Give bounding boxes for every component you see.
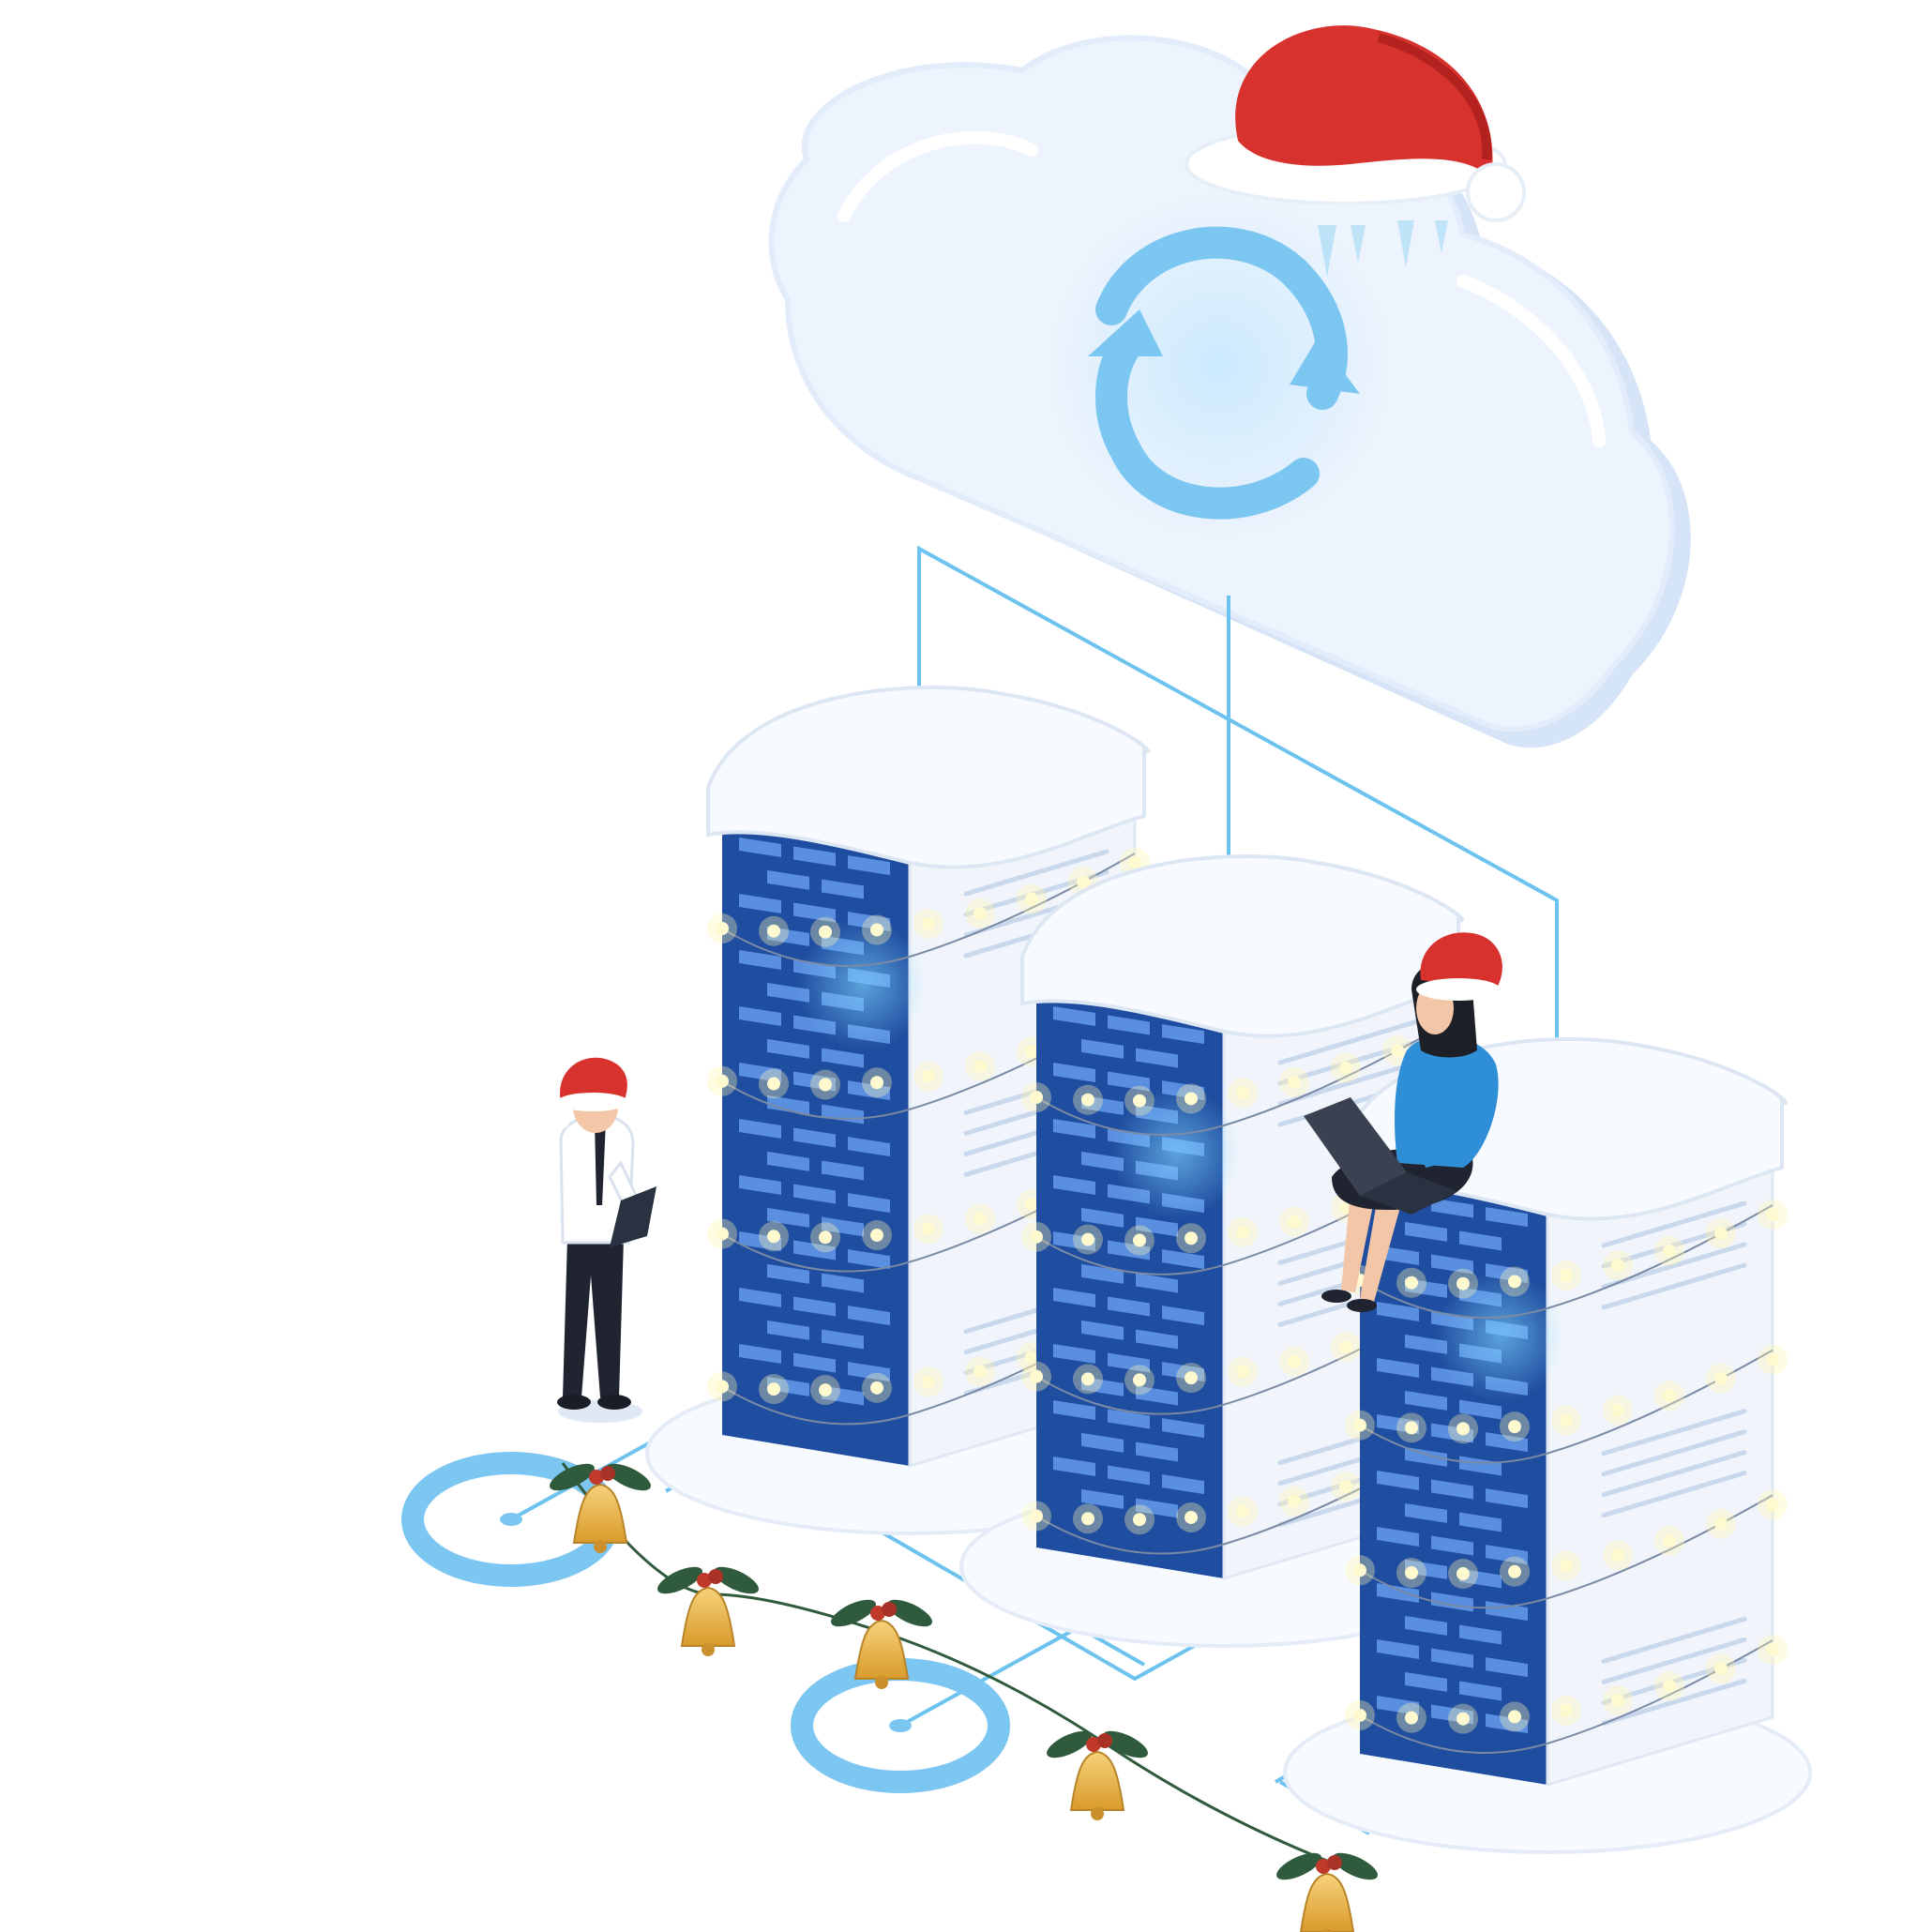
standing-man	[557, 1080, 657, 1423]
sync-arrows-icon	[1041, 188, 1397, 544]
server-racks	[645, 686, 1812, 1854]
cloud	[768, 35, 1691, 748]
santa-hat-icon	[1416, 932, 1502, 1001]
bell-garland	[550, 1462, 1378, 1932]
bell-icon	[1069, 1750, 1125, 1820]
holly-icon	[1047, 1730, 1148, 1758]
holly-icon	[657, 1566, 759, 1594]
holly-icon	[550, 1463, 651, 1491]
bell-icon	[1299, 1872, 1355, 1932]
bell-icon	[680, 1586, 736, 1656]
santa-hat-icon	[1185, 25, 1526, 222]
server-right	[1283, 1037, 1812, 1854]
holly-icon	[831, 1599, 932, 1627]
bell-icon	[853, 1619, 910, 1689]
bell-icon	[572, 1483, 628, 1553]
santa-hat-icon	[552, 1057, 628, 1129]
floor-ring-middle	[791, 1658, 1010, 1793]
holly-icon	[1276, 1852, 1378, 1880]
